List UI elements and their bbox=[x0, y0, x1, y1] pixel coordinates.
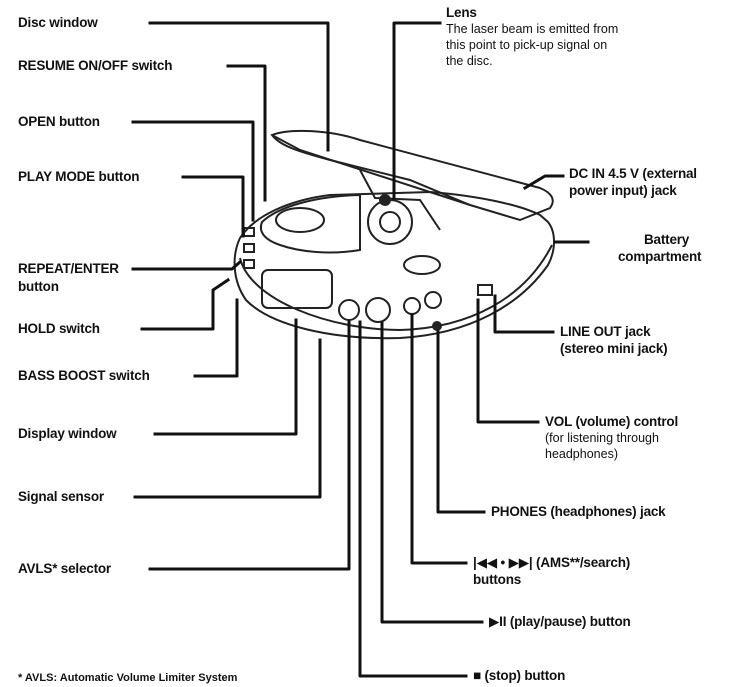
label-line-out-1: LINE OUT jack bbox=[560, 324, 651, 339]
label-dc-in-2: power input) jack bbox=[569, 183, 677, 198]
label-repeat-enter-2: button bbox=[18, 279, 59, 294]
lens-dot bbox=[379, 194, 391, 206]
label-play-mode-button: PLAY MODE button bbox=[18, 169, 140, 184]
player-lid bbox=[270, 129, 554, 222]
label-bass-boost: BASS BOOST switch bbox=[18, 368, 150, 383]
disc-tray bbox=[260, 193, 361, 254]
label-avls-selector: AVLS* selector bbox=[18, 561, 111, 576]
label-open-button: OPEN button bbox=[18, 114, 100, 129]
label-repeat-enter-1: REPEAT/ENTER bbox=[18, 261, 119, 276]
label-vol-control: VOL (volume) control bbox=[545, 414, 679, 429]
display-panel bbox=[261, 269, 333, 309]
lens-desc-2: this point to pick-up signal on bbox=[446, 38, 608, 52]
label-phones-jack: PHONES (headphones) jack bbox=[491, 504, 666, 519]
label-ams-buttons-2: buttons bbox=[473, 572, 522, 587]
label-display-window: Display window bbox=[18, 426, 117, 441]
label-signal-sensor: Signal sensor bbox=[18, 489, 104, 504]
play-button-shape bbox=[365, 297, 391, 323]
label-battery-1: Battery bbox=[644, 232, 690, 247]
disc-spindle bbox=[367, 199, 413, 245]
footnote: * AVLS: Automatic Volume Limiter System bbox=[18, 672, 238, 684]
label-stop-button: ■ (stop) button bbox=[473, 668, 566, 683]
player-body bbox=[233, 190, 555, 340]
vol-desc-2: headphones) bbox=[545, 447, 618, 461]
label-resume-switch: RESUME ON/OFF switch bbox=[18, 58, 173, 73]
lens-desc-3: the disc. bbox=[446, 54, 493, 68]
vol-desc-1: (for listening through bbox=[545, 431, 659, 445]
label-battery-2: compartment bbox=[618, 249, 702, 264]
label-lens: Lens bbox=[446, 5, 477, 20]
stop-button-shape bbox=[338, 299, 360, 321]
lens-desc-1: The laser beam is emitted from bbox=[446, 22, 619, 36]
label-hold-switch: HOLD switch bbox=[18, 321, 100, 336]
label-dc-in-1: DC IN 4.5 V (external bbox=[569, 166, 697, 181]
label-ams-buttons-1: |◀◀ • ▶▶| (AMS**/search) bbox=[473, 555, 631, 570]
label-line-out-2: (stereo mini jack) bbox=[560, 341, 668, 356]
label-play-pause: ▶II (play/pause) button bbox=[489, 614, 631, 629]
label-disc-window: Disc window bbox=[18, 15, 98, 30]
